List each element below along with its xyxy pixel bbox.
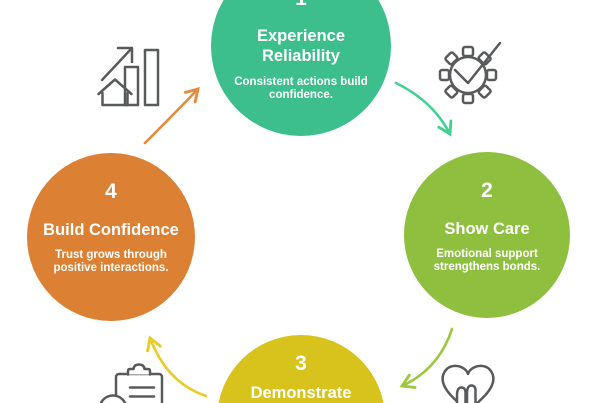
step-1-title: Experience Reliability <box>256 27 346 65</box>
step-2-number: 2 <box>481 179 493 202</box>
step-2-description: Emotional support strengthens bonds. <box>433 248 541 273</box>
step-1-description: Consistent actions build confidence. <box>234 76 368 101</box>
step-circle-4: 4 Build Confidence Trust grows through p… <box>27 153 195 321</box>
step-circle-3: 3 Demonstrate <box>217 335 385 403</box>
step-3-number: 3 <box>295 352 307 375</box>
step-4-title: Build Confidence <box>43 221 179 239</box>
step-2-title: Show Care <box>444 220 530 238</box>
step-4-description: Trust grows through positive interaction… <box>53 249 169 274</box>
step-1-number: 1 <box>295 0 307 10</box>
step-circle-1: 1 Experience Reliability Consistent acti… <box>211 0 391 136</box>
clipboard-icon <box>100 363 164 403</box>
step-4-number: 4 <box>105 180 117 203</box>
growth-chart-icon <box>97 46 160 107</box>
step-3-title: Demonstrate <box>250 384 352 402</box>
step-circle-2: 2 Show Care Emotional support strengthen… <box>404 152 570 318</box>
gear-check-icon <box>438 42 502 105</box>
heart-hand-icon <box>441 364 495 403</box>
